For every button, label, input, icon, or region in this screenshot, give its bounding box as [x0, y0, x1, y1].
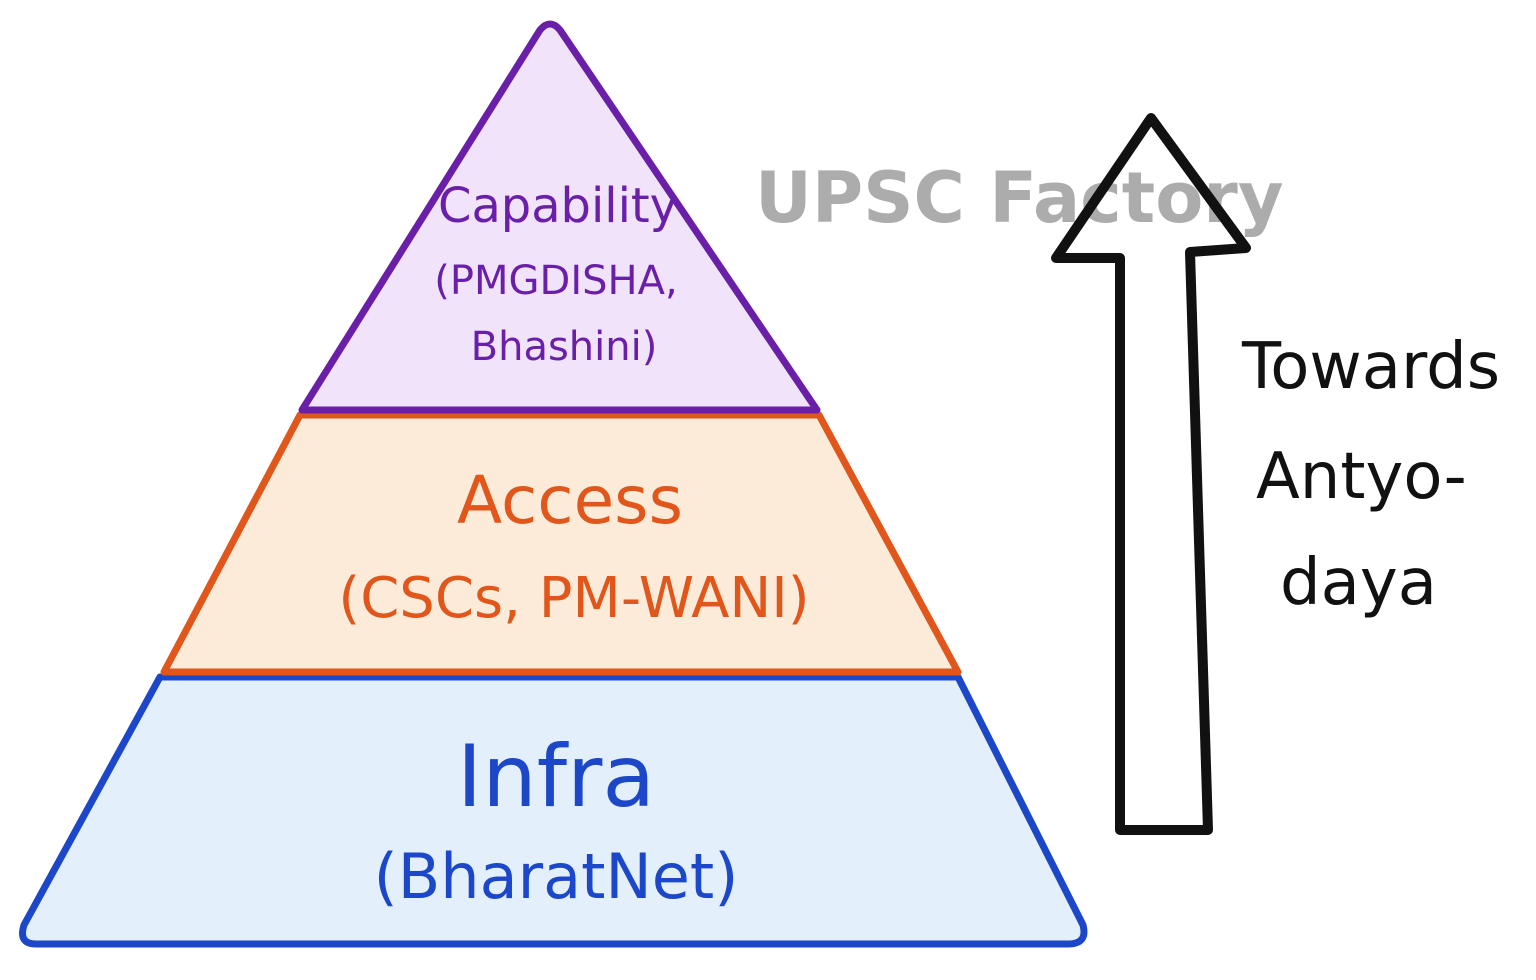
tier-infra-shape [19, 673, 1088, 948]
tier-infra-subtitle: (BharatNet) [374, 840, 739, 913]
tier-access: Access (CSCs, PM-WANI) [160, 411, 962, 676]
tier-capability: Capability (PMGDISHA, Bhashini) [298, 20, 821, 414]
tier-access-subtitle: (CSCs, PM-WANI) [338, 566, 809, 631]
tier-capability-title: Capability [438, 178, 678, 234]
arrow-label-line-3: daya [1280, 546, 1437, 620]
tier-access-title: Access [457, 462, 683, 539]
tier-capability-shape [298, 20, 821, 414]
arrow-label-line-2: Antyo- [1256, 440, 1467, 514]
tier-infra-title: Infra [457, 727, 655, 827]
arrow-label-line-1: Towards [1241, 330, 1500, 404]
tier-access-shape [160, 411, 962, 676]
arrow-label: Towards Antyo- daya [1241, 330, 1500, 620]
tier-capability-subtitle-line-2: Bhashini) [471, 324, 658, 370]
tier-capability-subtitle-line-1: (PMGDISHA, [434, 258, 677, 304]
tier-infra: Infra (BharatNet) [19, 673, 1088, 948]
up-arrow-icon [1051, 113, 1251, 835]
